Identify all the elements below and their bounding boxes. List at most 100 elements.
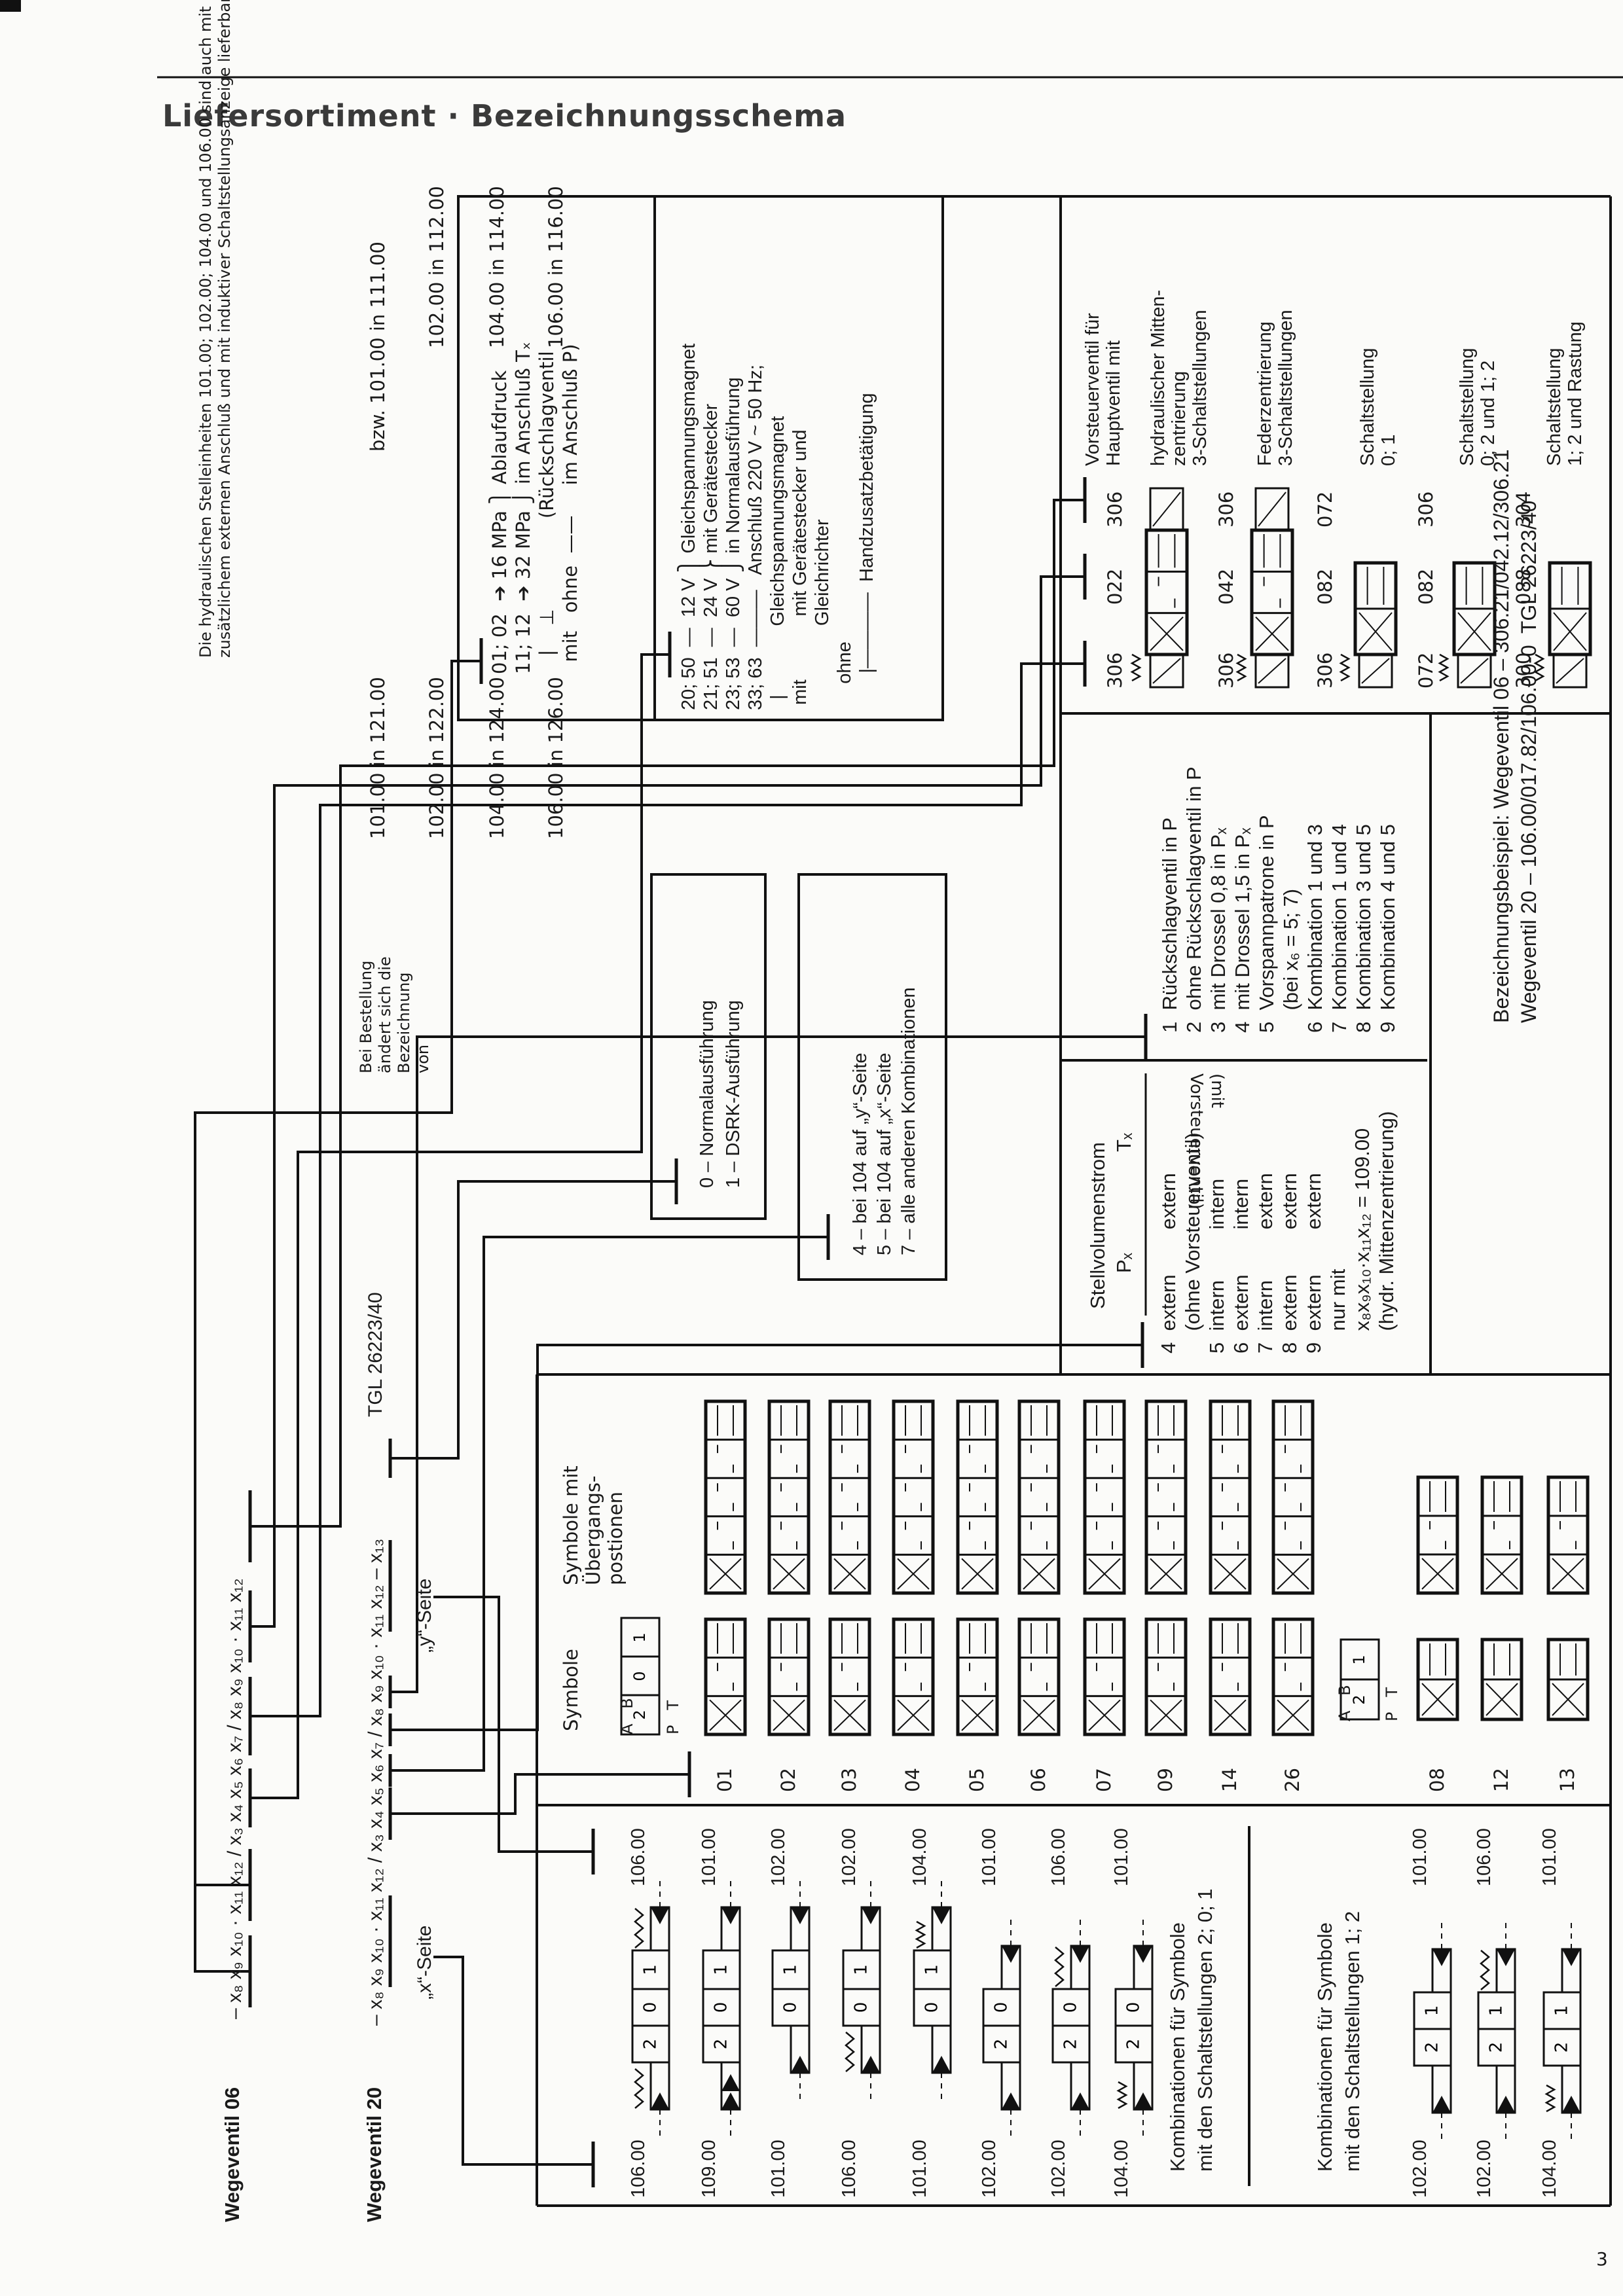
text-line: |———— Handzusatzbetätigung: [856, 393, 877, 710]
pilot-valve-symbol: [1144, 528, 1189, 656]
combination-cell-label: 2: [1061, 2039, 1081, 2050]
stelleinheiten-note: Die hydraulischen Stelleinheiten 101.00;…: [196, 0, 234, 658]
pilot-description: 3-Schaltstellungen: [1190, 310, 1211, 466]
solenoid-symbol: [1358, 653, 1393, 689]
flow-arrow: [961, 1699, 994, 1731]
valve-transition-symbol: [828, 1399, 871, 1595]
spring-symbol: [1339, 653, 1351, 682]
flow-arrow: [1552, 1683, 1584, 1716]
text-line: Symbole mit: [560, 1465, 582, 1585]
valve-symbol: [828, 1617, 871, 1736]
execution-box: [650, 873, 767, 1220]
pilot-code: 082: [1314, 568, 1336, 605]
spring-symbol: [1480, 1950, 1490, 1990]
pilot-description: Schaltstellung: [1457, 348, 1478, 466]
valve-symbol: [1271, 1617, 1315, 1736]
flow-arrow: [897, 1699, 930, 1731]
text-line: Vorsteuerventil): [1186, 1073, 1206, 1210]
combination-cell-label: 0: [1124, 2002, 1144, 2013]
solenoid-diagonal: [1556, 658, 1584, 684]
combination-left-value: 101.00: [768, 2140, 789, 2198]
text-line: 01; 02 ➔ 16 MPa ⎫ Ablaufdruck: [488, 370, 511, 674]
text-line: Die hydraulischen Stelleinheiten 101.00;…: [196, 6, 215, 658]
valve-transition-symbol: [704, 1399, 747, 1595]
legend3-ports-top: A B: [618, 1698, 636, 1734]
pilot-pressure-triangle: [1071, 2092, 1089, 2109]
legend2-ports-top: A B: [1336, 1685, 1354, 1721]
pilot-code: 306: [1104, 491, 1126, 528]
pilot-description: zentrierung: [1169, 370, 1190, 466]
symbol-code: 07: [1093, 1768, 1115, 1792]
flow-arrow: [1255, 616, 1289, 651]
text-line: | Gleichspannungsmagnet: [767, 416, 788, 710]
pilot-pressure-triangle: [721, 2074, 740, 2091]
connector-line: [194, 660, 481, 1886]
text-line: 7 intern extern: [1254, 1173, 1277, 1354]
combination-cell-label: 2: [1423, 2042, 1442, 2053]
combination-cell-label: 0: [781, 2002, 801, 2013]
legend3-cell: 2: [630, 1710, 649, 1719]
pilot-code: 306: [1215, 491, 1237, 528]
pilot-pressure-triangle: [1134, 2092, 1152, 2109]
order-change-item-alt: 102.00 in 112.00: [426, 186, 448, 348]
legend2-ports-bottom: P T: [1383, 1687, 1401, 1721]
combination-right-value: 101.00: [1539, 1828, 1560, 1886]
combination-cell-label: 0: [852, 2002, 871, 2013]
pilot-code: 306: [1104, 652, 1126, 689]
pilot-code: 306: [1314, 652, 1336, 689]
solenoid-symbol: [1149, 653, 1184, 689]
valve-symbol: [892, 1617, 935, 1736]
text-line: 20; 50 — 12 V ⎫ Gleichspannungsmagnet: [678, 343, 699, 710]
pilot-valve-symbol: [1250, 528, 1294, 656]
x-side-label: „x“-Seite: [414, 1925, 435, 2000]
solenoid-symbol: [1457, 653, 1492, 689]
solenoid-symbol: [1552, 653, 1588, 689]
combination-left-value: 104.00: [1539, 2140, 1560, 2198]
detent-symbol: [1116, 2081, 1128, 2109]
flow-arrow: [833, 1558, 866, 1590]
combination-cell-label: 2: [712, 2039, 731, 2050]
text-line: 8 extern extern: [1278, 1173, 1301, 1354]
combination-cell-label: 2: [1552, 2042, 1572, 2053]
combination-cell-label: 1: [1552, 2005, 1572, 2017]
combination-right-value: 102.00: [768, 1828, 789, 1886]
text-line: mit ohne —— im Anschluß P): [559, 344, 581, 674]
flow-arrow: [773, 1699, 805, 1731]
combination-left-value: 101.00: [909, 2140, 930, 2198]
text-line: 4 mit Drossel 1,5 in Pₓ: [1231, 827, 1254, 1033]
text-line: Wegeventil 20 – 106.00/017.82/106.00-0 T…: [1517, 500, 1541, 1023]
solenoid-symbol: [1254, 653, 1290, 689]
connector-line: [250, 653, 670, 1799]
pilot-code: 304: [1512, 491, 1535, 528]
order-change-item-alt: 106.00 in 116.00: [545, 186, 567, 348]
text-line: 7 – alle anderen Kombinationen: [898, 987, 919, 1255]
valve-transition-symbol: [767, 1399, 811, 1595]
combination-cell-label: 0: [992, 2002, 1012, 2013]
page-title: Liefersortiment · Bezeichnungsschema: [162, 98, 847, 134]
pilot-pressure-triangle: [721, 1907, 740, 1924]
flow-arrow: [773, 1558, 805, 1590]
combination-cell-label: 2: [1487, 2042, 1506, 2053]
symbol-code: 02: [777, 1768, 799, 1792]
pilot-pressure-triangle: [1497, 2096, 1515, 2113]
tgl-standard: TGL 26223/40: [365, 1292, 386, 1417]
valve-transition-symbol: [956, 1399, 999, 1595]
valve-symbol: [704, 1617, 747, 1736]
flow-arrow: [1150, 1558, 1182, 1590]
pilot-pressure-triangle: [1497, 1949, 1515, 1966]
text-line: zusätzlichem externen Anschluß und mit i…: [215, 0, 234, 658]
text-line: 4 extern extern: [1157, 1173, 1180, 1354]
connector-line: [433, 1956, 593, 2166]
legend2-cell: 2: [1350, 1695, 1368, 1704]
scan-corner-mark: [0, 0, 21, 12]
text-line: Übergangs-: [582, 1475, 604, 1585]
text-line: 6 Kombination 1 und 3: [1304, 824, 1326, 1033]
